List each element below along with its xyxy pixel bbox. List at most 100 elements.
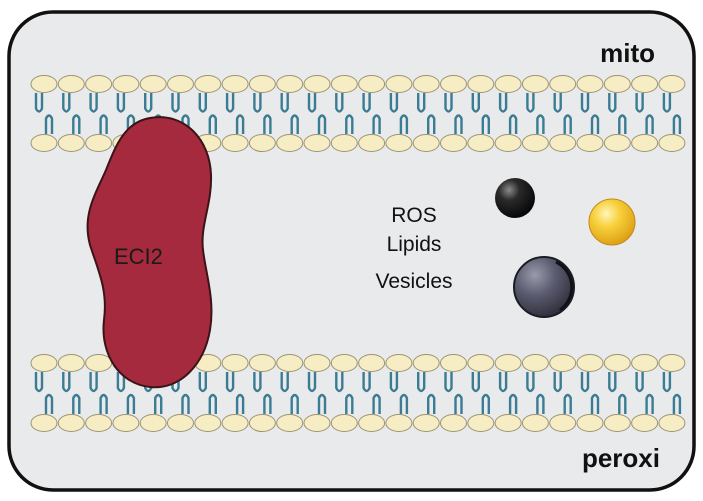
lipid-tail <box>62 372 81 414</box>
lipid-head <box>85 354 113 372</box>
lipid-head <box>30 414 58 432</box>
lipid-tail <box>417 93 436 134</box>
lipid-head <box>194 75 222 93</box>
lipid-head <box>85 414 113 432</box>
lipid-head <box>276 414 304 432</box>
lipid-tail <box>362 372 381 414</box>
eci2-protein-shape <box>86 116 213 389</box>
lipid-head <box>467 134 495 152</box>
lipid-head <box>303 414 331 432</box>
lipid-tail <box>362 93 381 134</box>
lipid-tail <box>335 93 354 134</box>
lipid-tail <box>635 93 654 134</box>
yellow-sphere-icon <box>588 198 636 246</box>
lipid-head <box>494 134 522 152</box>
lipid-head <box>631 134 659 152</box>
lipid-tail <box>498 372 518 414</box>
lipid-head <box>303 75 331 93</box>
lipid-tail <box>608 93 627 134</box>
lipid-tail <box>225 93 245 134</box>
lipid-tail <box>471 93 490 134</box>
lipid-head <box>603 354 631 372</box>
lipid-head <box>276 134 304 152</box>
lipid-tail <box>89 372 108 414</box>
lipid-head <box>57 134 85 152</box>
lipid-tail <box>417 372 436 414</box>
lipid-head <box>30 354 58 372</box>
lipid-tail <box>280 372 299 414</box>
lipid-head <box>494 414 522 432</box>
lipid-head <box>330 354 358 372</box>
lipid-head <box>85 134 113 152</box>
lipid-head <box>167 75 194 93</box>
lipid-tail <box>225 372 245 414</box>
lipid-head <box>385 75 413 93</box>
lipid-head <box>221 75 249 93</box>
lipid-tail <box>635 372 654 414</box>
lipid-head <box>467 75 495 93</box>
lipid-head <box>576 134 604 152</box>
lipid-head <box>412 75 440 93</box>
lipid-tail <box>280 93 299 134</box>
lipid-head <box>303 134 331 152</box>
cargo-label-vesicles: Vesicles <box>375 270 452 293</box>
lipid-head <box>658 75 686 93</box>
lipid-tail <box>608 372 627 414</box>
lipid-head <box>494 75 522 93</box>
peroxi-membrane-bilayer <box>30 354 686 432</box>
lipid-head <box>412 414 440 432</box>
gray-sphere-icon <box>513 256 575 318</box>
lipid-head <box>57 75 85 93</box>
lipid-tail <box>62 93 81 134</box>
lipid-head <box>521 134 549 152</box>
lipid-tail <box>444 93 463 134</box>
lipid-tail <box>307 372 327 414</box>
lipid-head <box>248 134 276 152</box>
lipid-tail <box>171 93 190 134</box>
lipid-head <box>521 75 549 93</box>
lipid-tail <box>89 93 108 134</box>
lipid-head <box>139 75 167 93</box>
lipid-head <box>221 414 249 432</box>
lipid-head <box>276 75 304 93</box>
lipid-head <box>603 75 631 93</box>
lipid-head <box>412 354 440 372</box>
lipid-head <box>248 75 276 93</box>
lipid-head <box>385 134 413 152</box>
lipid-tail <box>389 93 409 134</box>
lipid-tail <box>662 372 682 414</box>
lipid-head <box>603 414 631 432</box>
eci2-protein: ECI2 <box>86 116 213 389</box>
lipid-head <box>494 354 522 372</box>
lipid-head <box>603 134 631 152</box>
lipid-head <box>358 354 386 372</box>
lipid-tail <box>253 372 272 414</box>
lipid-tail <box>171 372 190 414</box>
lipid-head <box>549 75 577 93</box>
lipid-tail <box>498 93 518 134</box>
lipid-head <box>412 134 440 152</box>
lipid-head <box>221 134 249 152</box>
lipid-tail <box>198 372 217 414</box>
lipid-tail <box>335 372 354 414</box>
lipid-tail <box>553 93 572 134</box>
peroxi-label: peroxi <box>582 443 660 473</box>
lipid-head <box>521 354 549 372</box>
black-sphere-icon <box>495 178 535 218</box>
lipid-head <box>658 414 686 432</box>
lipid-tail <box>444 372 463 414</box>
lipid-head <box>330 414 358 432</box>
lipid-head <box>112 414 140 432</box>
lipid-tail <box>116 372 136 414</box>
lipid-head <box>549 354 577 372</box>
lipid-head <box>631 354 659 372</box>
lipid-head <box>576 354 604 372</box>
lipid-head <box>167 414 194 432</box>
lipid-head <box>521 414 549 432</box>
lipid-head <box>658 134 686 152</box>
lipid-head <box>30 75 58 93</box>
lipid-head <box>467 414 495 432</box>
lipid-tail <box>662 93 682 134</box>
lipid-head <box>112 75 140 93</box>
